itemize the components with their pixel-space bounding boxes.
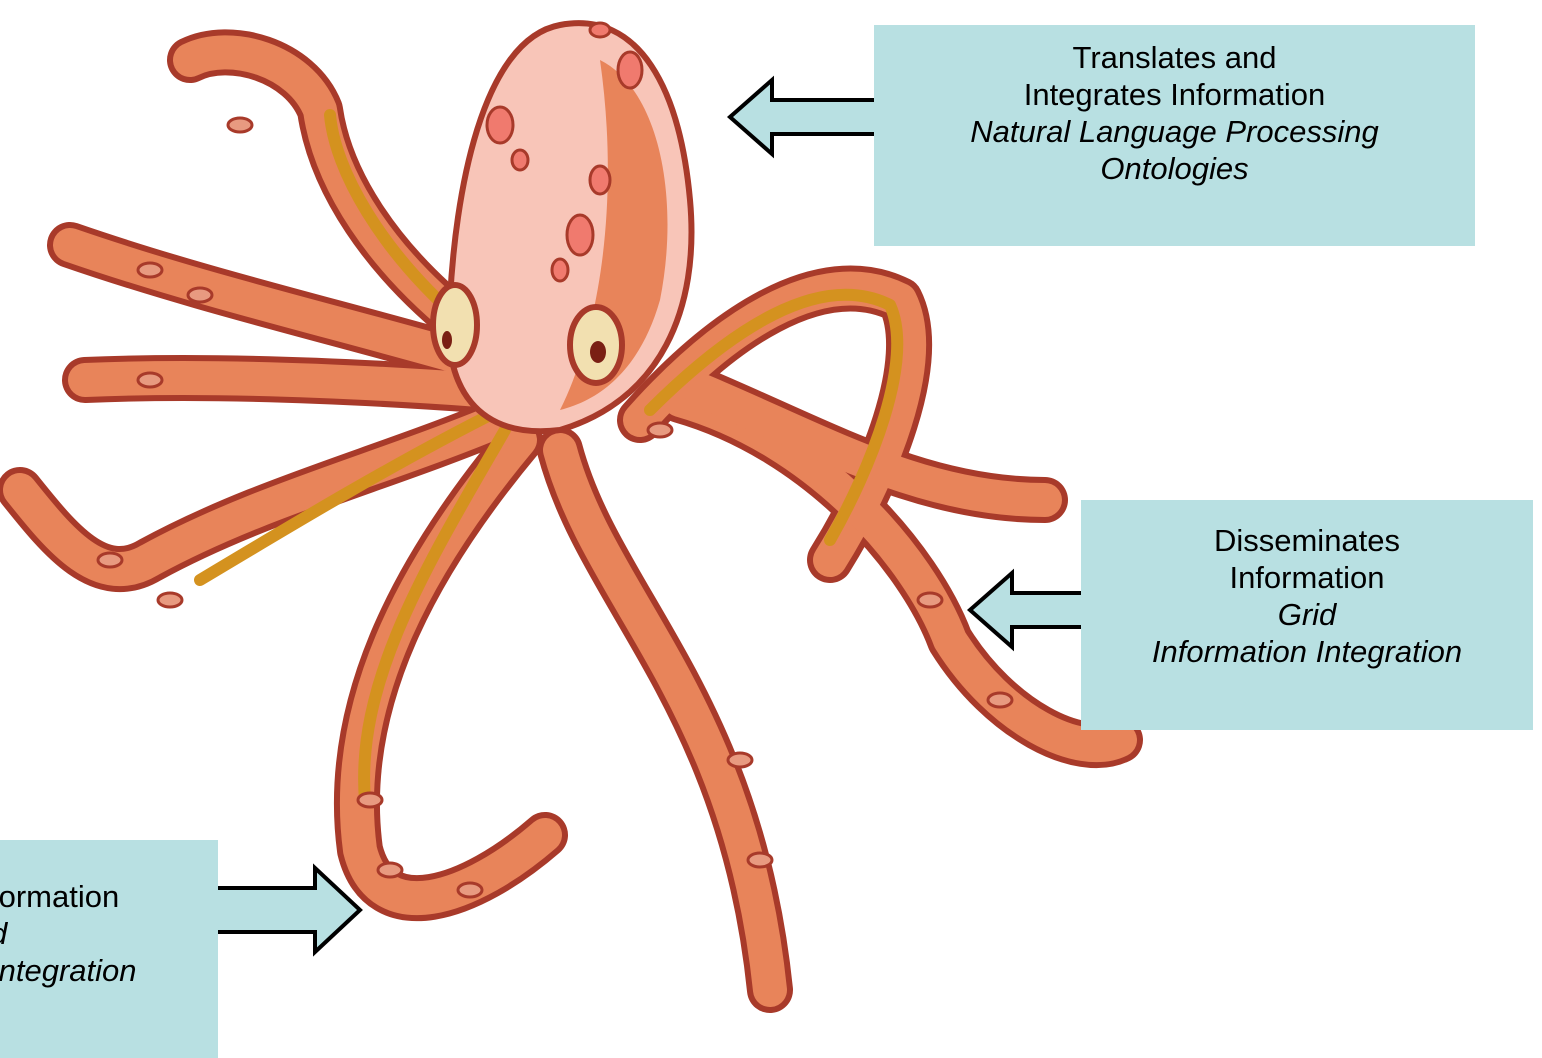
callout-translate-line1: Translates and	[874, 39, 1475, 76]
callout-disseminate-line3: Grid	[1081, 596, 1533, 633]
octopus-head	[448, 23, 691, 431]
callout-translate-line3: Natural Language Processing	[874, 113, 1475, 150]
callout-gather: formation d Integration	[0, 840, 218, 1058]
arrow-to-tentacle-right	[962, 565, 1087, 655]
callout-gather-line1: formation	[0, 878, 218, 915]
callout-translate-line4: Ontologies	[874, 150, 1475, 187]
callout-gather-line3: Integration	[0, 952, 218, 989]
callout-disseminate-line4: Information Integration	[1081, 633, 1533, 670]
arrow-to-head	[722, 72, 882, 162]
callout-disseminate: Disseminates Information Grid Informatio…	[1081, 500, 1533, 730]
callout-gather-line2: d	[0, 915, 218, 952]
callout-disseminate-line2: Information	[1081, 559, 1533, 596]
callout-disseminate-line1: Disseminates	[1081, 522, 1533, 559]
callout-translate: Translates and Integrates Information Na…	[874, 25, 1475, 246]
callout-translate-line2: Integrates Information	[874, 76, 1475, 113]
arrow-to-tentacle-left	[215, 860, 365, 960]
